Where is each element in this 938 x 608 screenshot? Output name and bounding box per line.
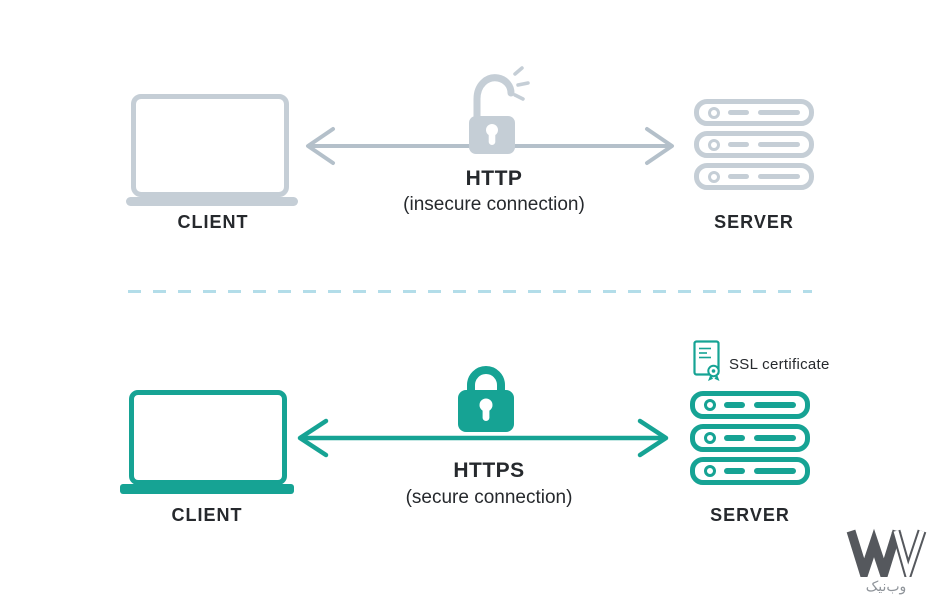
section-divider	[128, 290, 812, 293]
watermark-brand-text: وب‌نیک	[865, 578, 907, 594]
server-row	[690, 424, 810, 452]
locked-padlock-icon	[458, 366, 514, 432]
laptop-base	[126, 197, 298, 206]
server-led	[708, 138, 720, 151]
server-slot	[754, 468, 796, 474]
laptop-icon	[131, 94, 289, 197]
server-slot	[724, 402, 745, 408]
server-slot	[758, 142, 800, 147]
server-stack-icon	[694, 99, 814, 195]
ssl-certificate-label: SSL certificate	[729, 356, 830, 373]
server-row	[694, 163, 814, 190]
server-row	[690, 457, 810, 485]
http-protocol-label: HTTP	[465, 167, 523, 190]
server-row	[694, 99, 814, 126]
webnik-logo	[846, 528, 927, 577]
server-row	[694, 131, 814, 158]
http-connection-label: (insecure connection)	[403, 194, 585, 215]
unlocked-padlock-icon	[469, 66, 530, 154]
laptop-base	[120, 484, 294, 494]
server-led	[708, 106, 720, 119]
server-stack-icon	[690, 391, 810, 490]
server-slot	[728, 174, 749, 179]
https-connection-label: (secure connection)	[405, 487, 573, 508]
server-led	[708, 170, 720, 183]
server-slot	[754, 402, 796, 408]
http-server-label: SERVER	[714, 212, 794, 232]
ssl-certificate-icon	[693, 340, 720, 381]
server-row	[690, 391, 810, 419]
server-slot	[728, 142, 749, 147]
server-slot	[758, 174, 800, 179]
laptop-icon	[129, 390, 287, 485]
https-arrow	[297, 418, 669, 458]
https-server-label: SERVER	[710, 505, 790, 525]
server-slot	[728, 110, 749, 115]
server-slot	[758, 110, 800, 115]
http-client-label: CLIENT	[177, 212, 249, 232]
server-led	[704, 399, 716, 411]
https-client-label: CLIENT	[171, 505, 243, 525]
server-led	[704, 432, 716, 444]
https-protocol-label: HTTPS	[453, 459, 525, 482]
server-slot	[754, 435, 796, 441]
server-slot	[724, 468, 745, 474]
server-led	[704, 465, 716, 477]
server-slot	[724, 435, 745, 441]
